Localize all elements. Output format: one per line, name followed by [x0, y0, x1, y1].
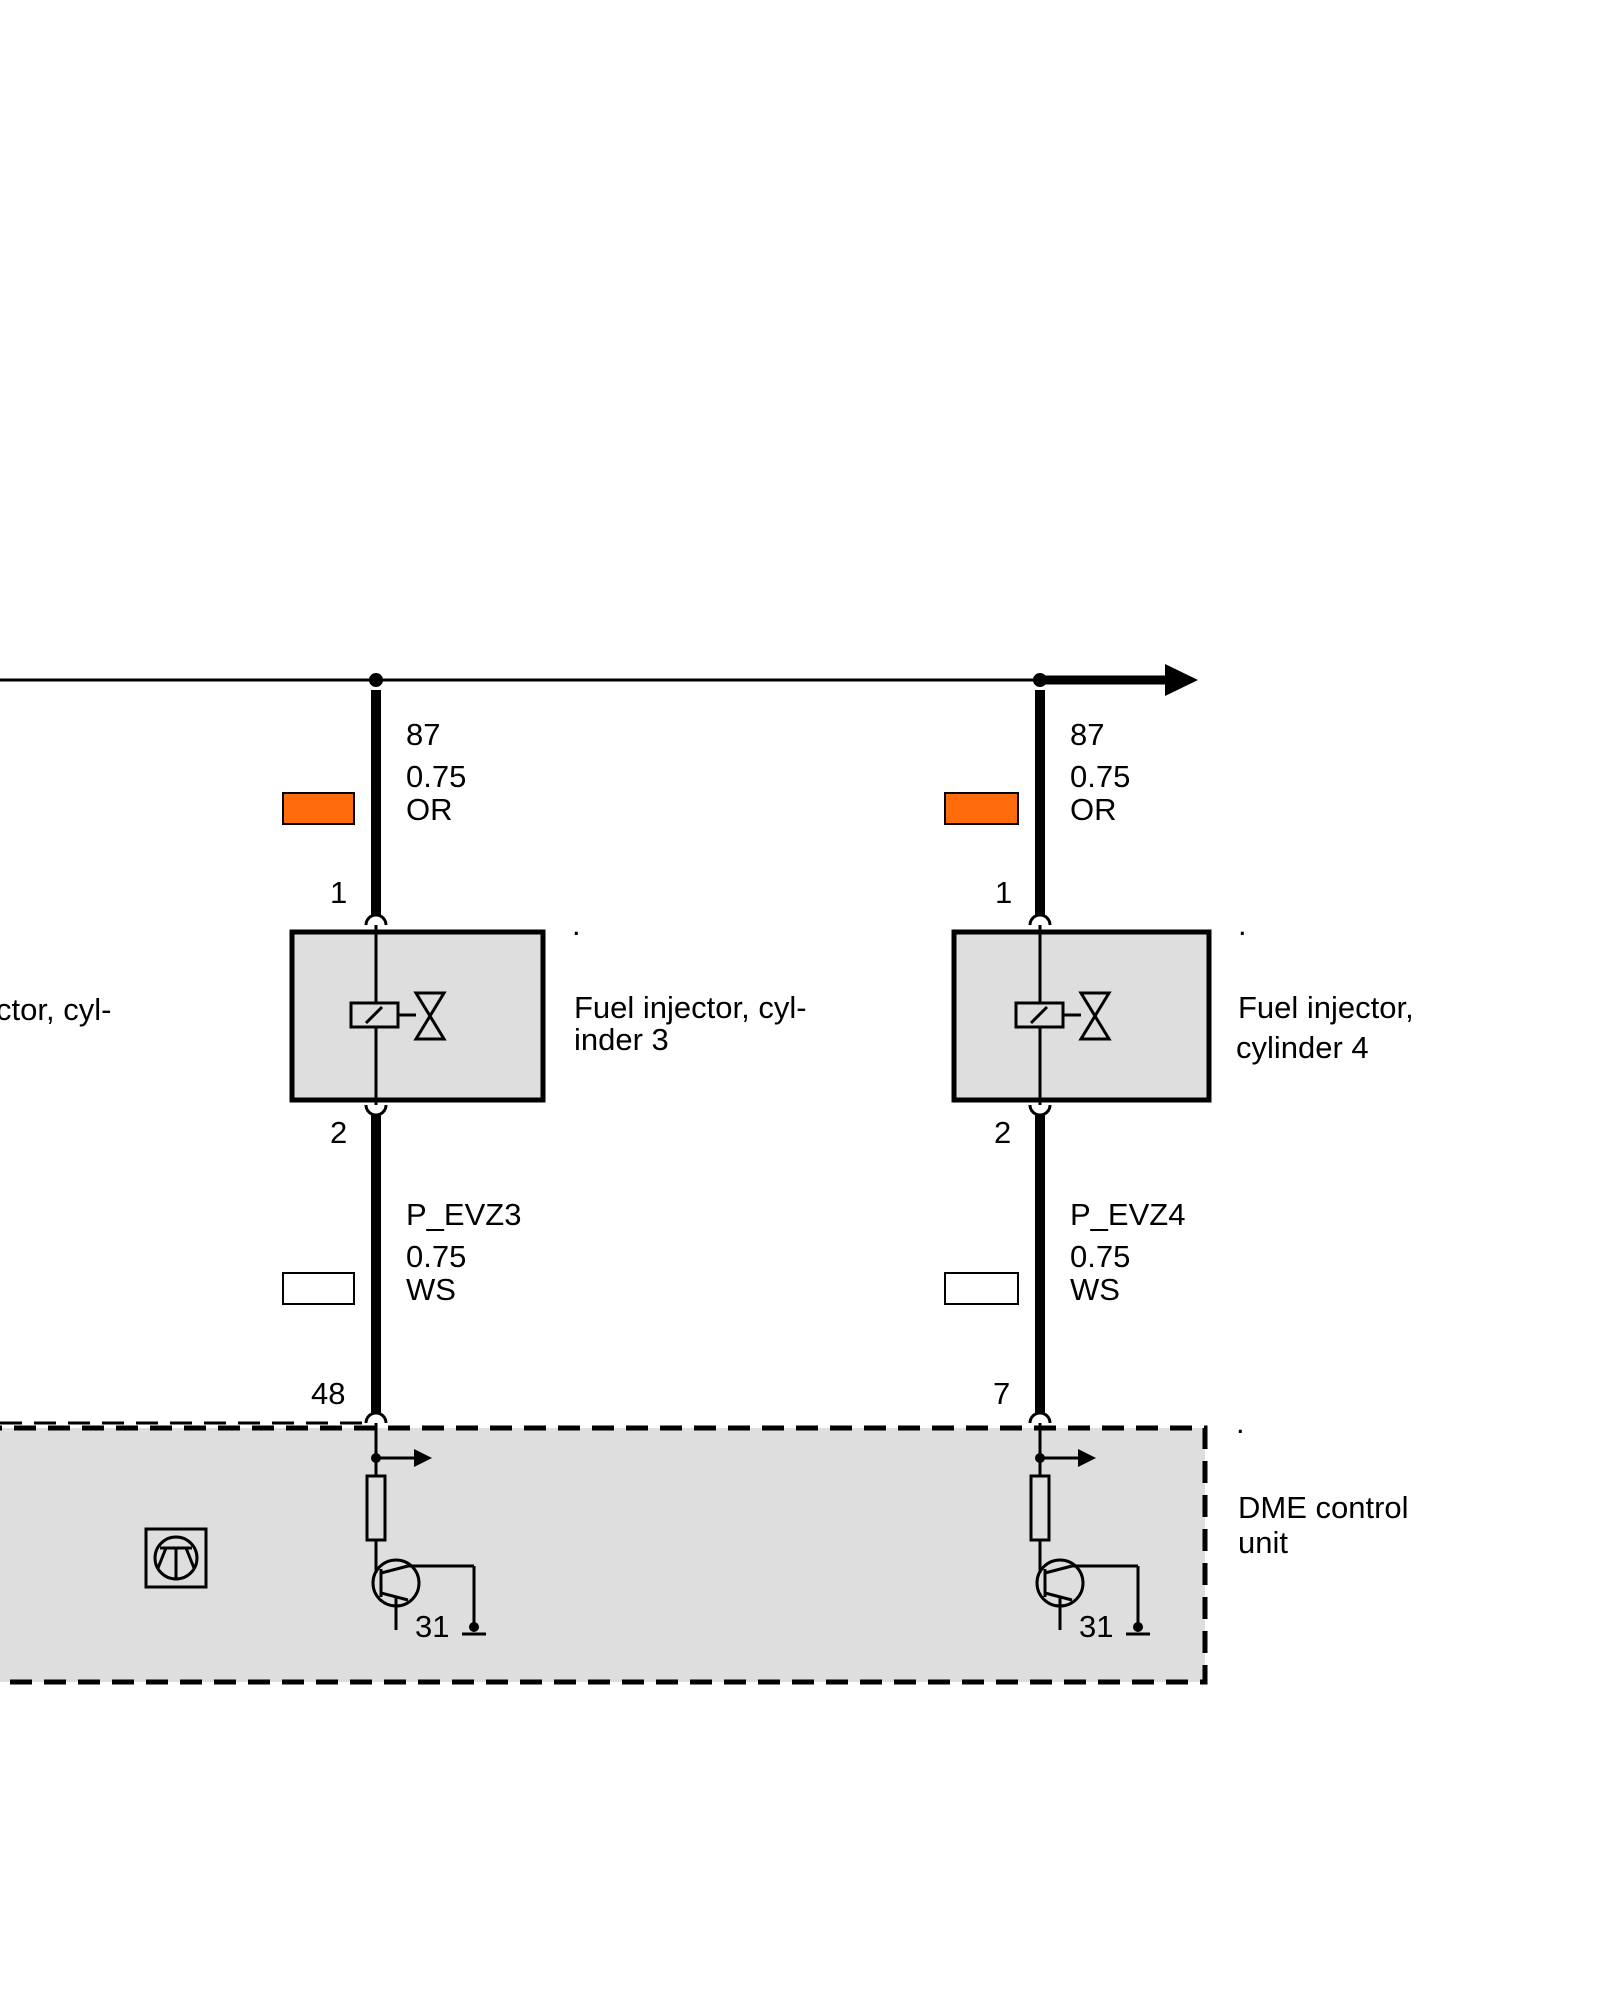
- supply-color-code-cyl4: OR: [1070, 792, 1117, 827]
- connector-top-cyl3: [364, 913, 388, 926]
- signal-name-cyl3: P_EVZ3: [406, 1197, 521, 1232]
- injector-valve-icon-cyl3: [349, 991, 447, 1041]
- supply-color-swatch-cyl3: [282, 792, 355, 825]
- connector-bottom-cyl4: [1028, 1104, 1052, 1117]
- signal-gauge-cyl3: 0.75: [406, 1239, 466, 1274]
- dme-label-line2: unit: [1238, 1525, 1288, 1560]
- injector-label-line1-cyl3: Fuel injector, cyl-: [574, 990, 807, 1025]
- signal-color-swatch-cyl4: [944, 1272, 1019, 1305]
- supply-terminal-cyl4: 87: [1070, 717, 1104, 752]
- injector-pin-bottom-cyl4: 2: [994, 1115, 1011, 1150]
- injector-dot-cyl3: .: [572, 907, 581, 942]
- supply-gauge-cyl4: 0.75: [1070, 759, 1130, 794]
- circuit-cylinder-4: 87 0.75 OR 1 . Fuel injector, cylinder 4…: [944, 690, 1414, 1644]
- signal-color-swatch-cyl3: [282, 1272, 355, 1305]
- dme-dot: .: [1236, 1405, 1245, 1440]
- supply-color-code-cyl3: OR: [406, 792, 453, 827]
- ecu-transistor-symbol-icon: [144, 1527, 208, 1589]
- ecu-pin-cyl4: 7: [993, 1376, 1010, 1411]
- bus-junction-cyl3: [369, 673, 383, 687]
- signal-name-cyl4: P_EVZ4: [1070, 1197, 1185, 1232]
- partial-injector-label: ctor, cyl-: [0, 992, 111, 1027]
- dme-label-line1: DME control: [1238, 1490, 1409, 1525]
- connector-bottom-cyl3: [364, 1104, 388, 1117]
- circuit-cylinder-3: 87 0.75 OR 1 . Fuel injector, cyl- inder…: [282, 690, 807, 1644]
- injector-label-line2-cyl4: cylinder 4: [1236, 1030, 1369, 1065]
- ground-label-cyl3: 31: [415, 1609, 449, 1644]
- signal-color-code-cyl3: WS: [406, 1272, 456, 1307]
- injector-pin-top-cyl3: 1: [330, 875, 347, 910]
- ground-label-cyl4: 31: [1079, 1609, 1113, 1644]
- supply-gauge-cyl3: 0.75: [406, 759, 466, 794]
- ecu-driver-stage-icon-cyl4: [1029, 1423, 1150, 1636]
- bus-continuation-arrowhead: [1165, 664, 1198, 696]
- supply-terminal-cyl3: 87: [406, 717, 440, 752]
- injector-dot-cyl4: .: [1238, 907, 1247, 942]
- injector-valve-icon-cyl4: [1014, 991, 1112, 1041]
- dme-control-unit-box: [0, 1425, 1208, 1685]
- signal-color-code-cyl4: WS: [1070, 1272, 1120, 1307]
- injector-pin-top-cyl4: 1: [995, 875, 1012, 910]
- connector-ecu-cyl3: [364, 1411, 388, 1424]
- connector-top-cyl4: [1028, 913, 1052, 926]
- fuel-injector-box-cyl3: [289, 929, 546, 1103]
- fuel-injector-box-cyl4: [951, 929, 1212, 1103]
- signal-gauge-cyl4: 0.75: [1070, 1239, 1130, 1274]
- injector-label-line2-cyl3: inder 3: [574, 1022, 669, 1057]
- supply-color-swatch-cyl4: [944, 792, 1019, 825]
- ecu-driver-stage-icon-cyl3: [365, 1423, 486, 1636]
- injector-pin-bottom-cyl3: 2: [330, 1115, 347, 1150]
- connector-ecu-cyl4: [1028, 1411, 1052, 1424]
- injector-label-line1-cyl4: Fuel injector,: [1238, 990, 1414, 1025]
- ecu-pin-cyl3: 48: [311, 1376, 345, 1411]
